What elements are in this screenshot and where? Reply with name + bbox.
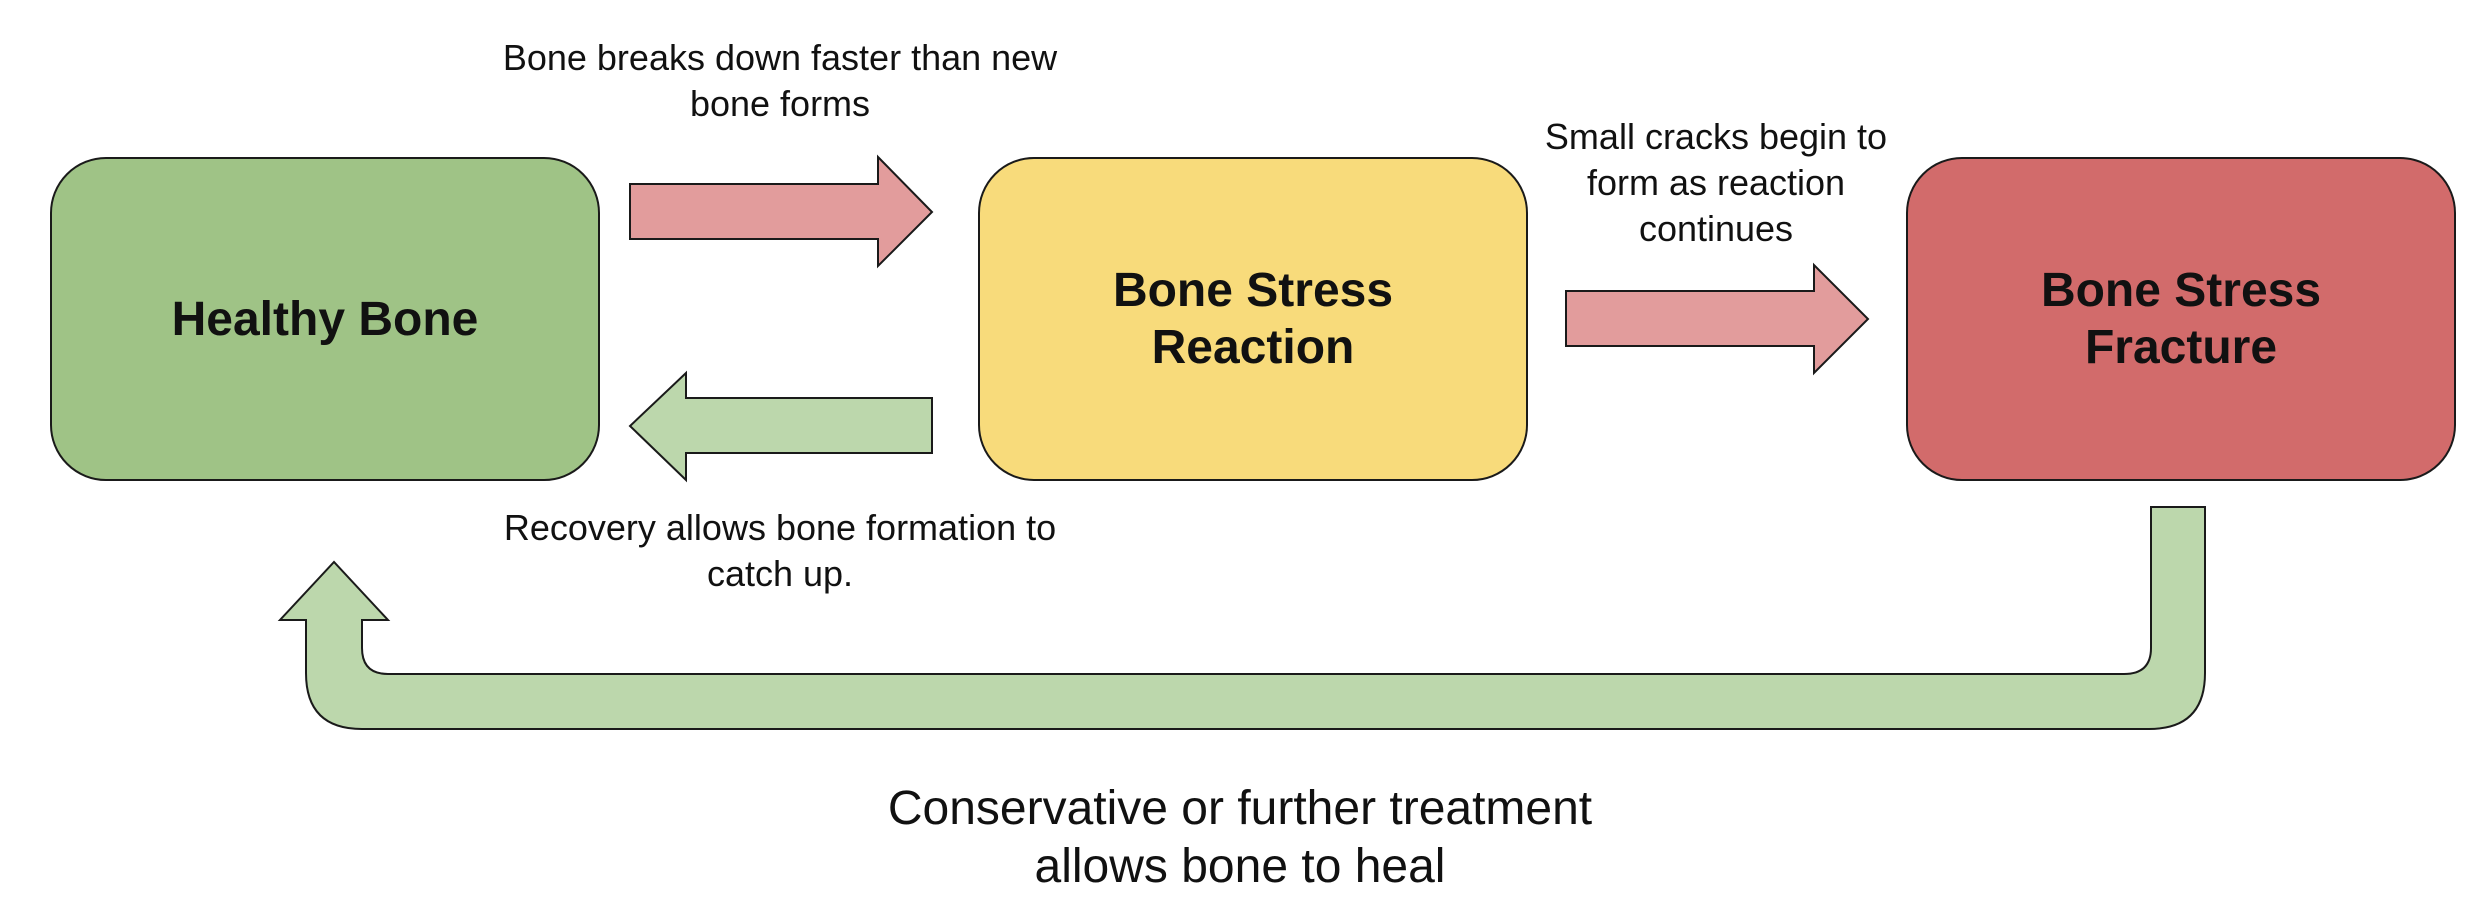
stage-bone-stress-fracture: Bone Stress Fracture: [1906, 157, 2456, 481]
arrow-fracture-to-healthy: [277, 506, 2206, 730]
arrow-reaction-to-fracture: [1565, 262, 1870, 376]
stage-bone-stress-reaction: Bone Stress Reaction: [978, 157, 1528, 481]
label-healthy-to-reaction: Bone breaks down faster than new bone fo…: [502, 37, 1058, 124]
label-fracture-to-healthy: Conservative or further treatment allows…: [887, 782, 1593, 893]
arrow-reaction-to-healthy: [628, 370, 933, 483]
label-reaction-to-fracture: Small cracks begin to form as reaction c…: [1544, 116, 1888, 249]
label-reaction-to-healthy: Recovery allows bone formation to catch …: [503, 507, 1057, 594]
arrow-healthy-to-reaction: [629, 154, 934, 269]
stage-healthy-bone: Healthy Bone: [50, 157, 600, 481]
